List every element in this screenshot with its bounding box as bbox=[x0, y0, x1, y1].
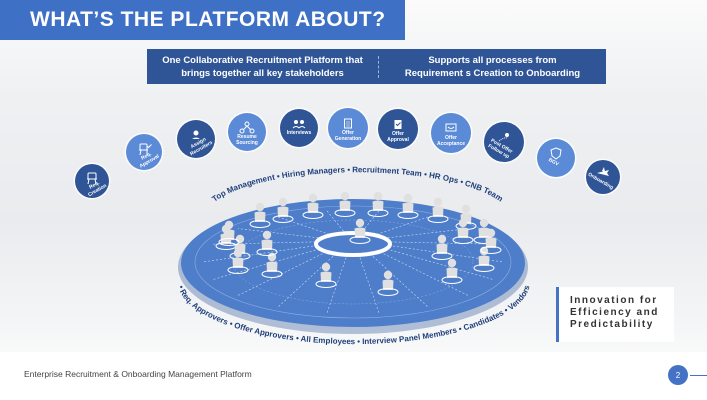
airplane-icon bbox=[597, 167, 609, 176]
stakeholder-platform bbox=[178, 191, 528, 334]
step-req-creation: Req.Creation bbox=[73, 162, 111, 200]
chair-icon bbox=[87, 172, 97, 185]
step-onboarding: Onboarding bbox=[584, 158, 622, 196]
banner-left: One Collaborative Recruitment Platform t… bbox=[147, 54, 378, 80]
shield-icon bbox=[550, 147, 562, 160]
people-icon bbox=[292, 120, 306, 129]
network-icon bbox=[239, 121, 255, 134]
title-bar: WHAT’S THE PLATFORM ABOUT? bbox=[0, 0, 405, 40]
step-req-approval: Req.Approval bbox=[124, 132, 164, 172]
step-bgv: BGV bbox=[535, 137, 577, 179]
summary-banner: One Collaborative Recruitment Platform t… bbox=[147, 49, 606, 84]
handshake-icon bbox=[445, 123, 457, 132]
tagline-line-3: Predictability bbox=[570, 319, 654, 330]
user-assign-icon bbox=[192, 130, 200, 139]
banner-left-line-2: brings together all key stakeholders bbox=[181, 67, 344, 79]
follow-up-icon bbox=[498, 133, 509, 142]
tagline-box: Innovation for Efficiency and Predictabi… bbox=[556, 287, 674, 342]
step-interviews: Interviews bbox=[278, 107, 320, 149]
process-steps: Req.Creation Req.Approval AssignRecruiters… bbox=[73, 106, 622, 200]
page-title: WHAT’S THE PLATFORM ABOUT? bbox=[30, 8, 386, 31]
step-post-offer-follow-up: Post OfferFollow up bbox=[482, 120, 526, 164]
banner-left-line-1: One Collaborative Recruitment Platform t… bbox=[162, 54, 363, 66]
page-number: 2 bbox=[668, 365, 688, 385]
step-label: Interviews bbox=[287, 130, 312, 136]
platform-diagram: Top Management • Hiring Managers • Recru… bbox=[73, 106, 622, 346]
tagline-line-2: Efficiency and bbox=[570, 307, 659, 318]
chair-approve-icon bbox=[139, 143, 152, 156]
banner-divider bbox=[378, 55, 379, 78]
top-stakeholders: Top Management • Hiring Managers • Recru… bbox=[210, 165, 504, 203]
step-label: BGV bbox=[547, 157, 560, 168]
document-icon bbox=[344, 118, 352, 129]
banner-right-line-1: Supports all processes from bbox=[428, 54, 557, 66]
footer-text: Enterprise Recruitment & Onboarding Mana… bbox=[24, 369, 252, 379]
step-assign-recruiters: AssignRecruiters bbox=[175, 118, 217, 160]
footer: Enterprise Recruitment & Onboarding Mana… bbox=[0, 352, 707, 400]
banner-right-line-2: Requirement s Creation to Onboarding bbox=[404, 67, 581, 79]
banner-right: Supports all processes from Requirement … bbox=[379, 54, 606, 80]
document-check-icon bbox=[394, 120, 402, 129]
tagline-line-1: Innovation for bbox=[570, 295, 658, 306]
footer-line bbox=[690, 375, 707, 376]
